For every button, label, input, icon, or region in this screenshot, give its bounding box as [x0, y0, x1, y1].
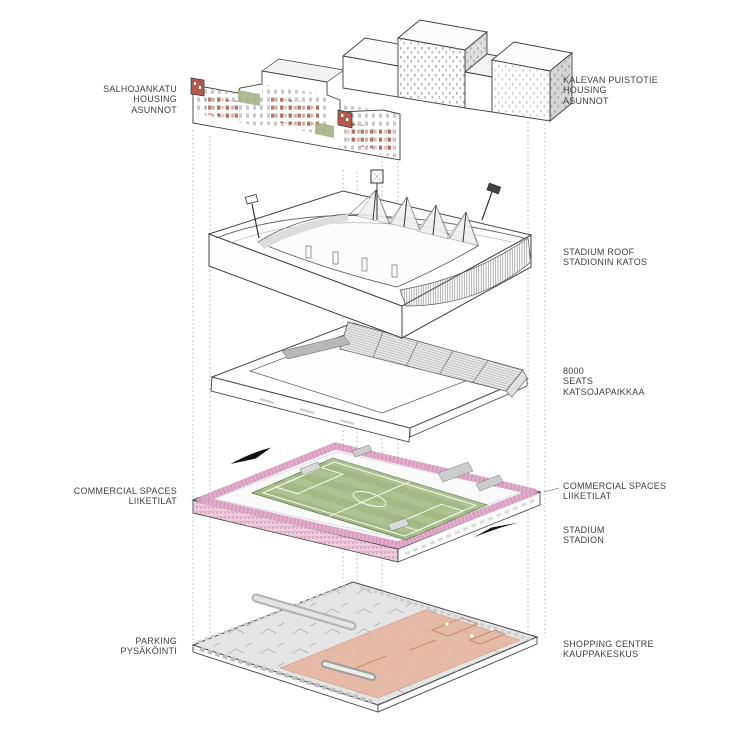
label-line: KALEVAN PUISTOTIE [563, 75, 658, 85]
label-line: LIIKETILAT [128, 496, 177, 507]
label-line: LIIKETILAT [563, 491, 612, 502]
label-line: SHOPPING CENTRE [563, 639, 654, 649]
label-seats: 8000 SEATS KATSOJAPAIKKAA [563, 366, 645, 397]
label-stadium: STADIUM STADION [563, 525, 605, 546]
label-parking: PARKING PYSÄKÖINTI [120, 636, 177, 657]
label-line: KAUPPAKESKUS [563, 649, 639, 660]
leader-commercial-right [543, 487, 560, 493]
label-line: STADIONIN KATOS [563, 257, 648, 268]
housing-kalevan [341, 19, 574, 122]
label-line: SEATS [563, 376, 594, 387]
label-stadium-roof: STADIUM ROOF STADIONIN KATOS [563, 247, 647, 268]
label-line: STADIUM [563, 525, 605, 535]
roof-support-feet [305, 245, 398, 278]
label-commercial-left: COMMERCIAL SPACES LIIKETILAT [74, 486, 177, 507]
label-line: PARKING [135, 636, 177, 646]
shopping-walls [355, 617, 507, 669]
courtyard-green [238, 90, 260, 106]
floodlight-right [481, 182, 502, 221]
label-line: SALHOJANKATU [103, 84, 177, 94]
layer-roof [207, 169, 533, 339]
concourse-blocks [299, 444, 504, 532]
housing-salhojankatu [190, 58, 401, 161]
label-line: STADIUM ROOF [563, 247, 635, 257]
layer-seating [210, 321, 529, 443]
shopping-blocks [444, 621, 495, 639]
label-commercial-right: COMMERCIAL SPACES LIIKETILAT [563, 481, 666, 502]
label-line: STADION [563, 535, 605, 546]
label-line: 8000 [563, 366, 585, 376]
label-shopping-centre: SHOPPING CENTRE KAUPPAKESKUS [563, 639, 654, 660]
shopping-centre-area [279, 609, 521, 699]
label-line: PYSÄKÖINTI [120, 646, 177, 657]
red-accent-block [190, 77, 205, 97]
label-line: ASUNNOT [563, 95, 609, 106]
layer-stadium [191, 442, 542, 563]
label-line: HOUSING [563, 85, 607, 96]
label-line: COMMERCIAL SPACES [73, 486, 177, 496]
label-kalevan-housing: KALEVAN PUISTOTIE HOUSING ASUNNOT [563, 75, 658, 106]
scoreboard-mast [370, 169, 384, 220]
label-line: HOUSING [133, 94, 177, 105]
flow-arrows [230, 447, 519, 538]
label-salhojankatu-housing: SALHOJANKATU HOUSING ASUNNOT [103, 84, 177, 115]
label-line: COMMERCIAL SPACES [563, 481, 667, 491]
roof-fabric-hatch [399, 237, 532, 307]
tensile-canopy-masts [349, 189, 480, 247]
label-line: KATSOJAPAIKKAA [563, 386, 645, 397]
layer-parking-shopping-slab [191, 581, 539, 713]
label-line: ASUNNOT [131, 104, 177, 115]
flow-arrow-left [230, 447, 271, 464]
floodlight-left [244, 194, 260, 239]
